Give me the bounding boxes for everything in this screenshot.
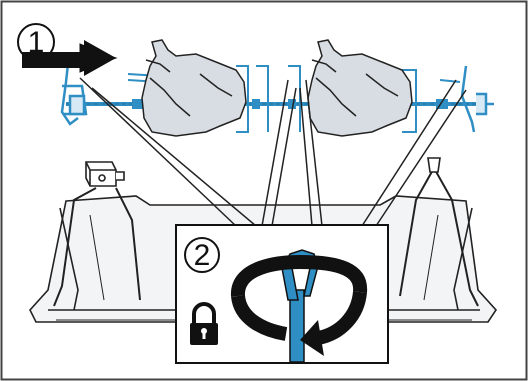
step-2-number: 2 — [194, 239, 211, 272]
lock-detail-panel: 2 — [176, 225, 388, 363]
